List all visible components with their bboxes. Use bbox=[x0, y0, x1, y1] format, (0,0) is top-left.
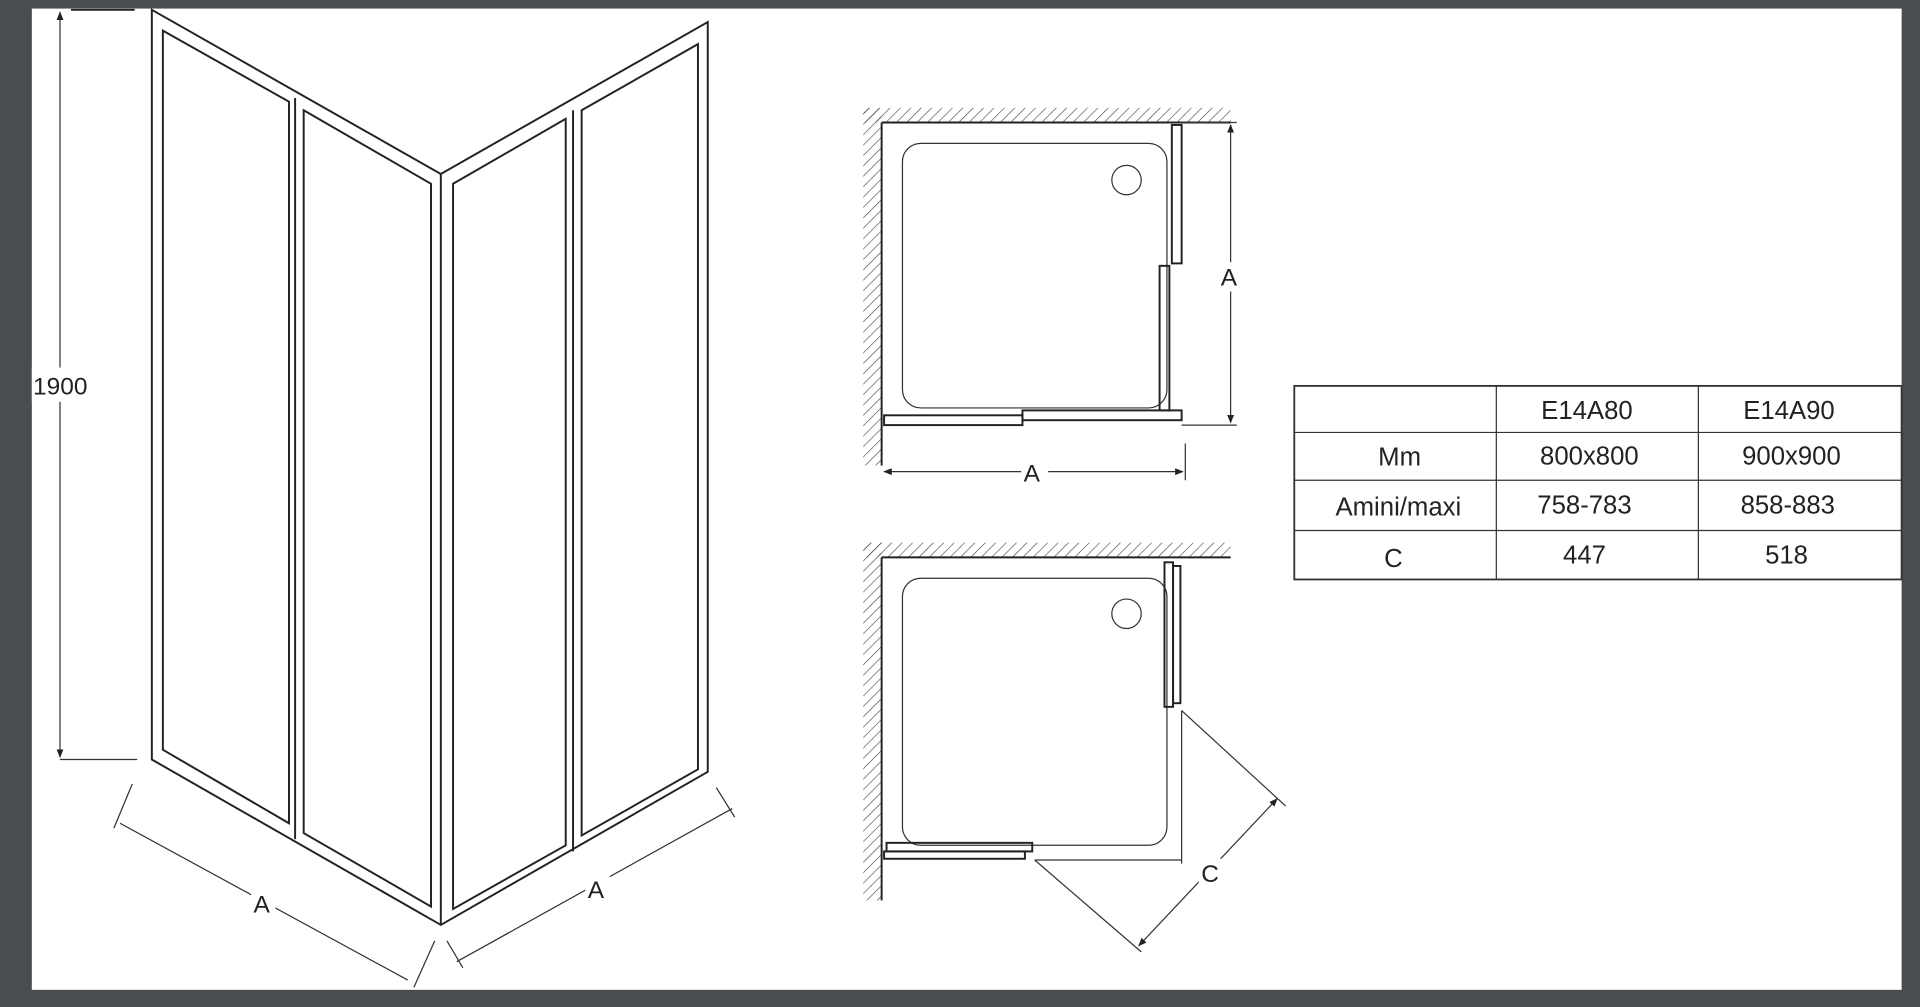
shower-tray bbox=[901, 142, 1168, 409]
shower-tray bbox=[901, 577, 1168, 846]
isometric-view: 1900 A A bbox=[31, 8, 736, 988]
drain-icon bbox=[1111, 598, 1142, 630]
plan-bottom-diagonal-label: C bbox=[1201, 861, 1219, 888]
table-row-label: Amini/maxi bbox=[1335, 494, 1461, 522]
plan-view-bottom: C bbox=[863, 542, 1287, 953]
table-row-label: C bbox=[1384, 545, 1403, 573]
glass-panel-1 bbox=[161, 28, 290, 825]
table-row-label: Mm bbox=[1378, 444, 1421, 472]
plan-view-top: A A bbox=[863, 107, 1246, 488]
table-cell: 758-783 bbox=[1537, 491, 1631, 519]
table-cell: 900x900 bbox=[1742, 442, 1841, 470]
drain-icon bbox=[1111, 164, 1142, 196]
glass-panel-4 bbox=[580, 42, 699, 838]
iso-right-width-label: A bbox=[588, 877, 605, 904]
glass-panel-2 bbox=[302, 108, 432, 909]
table-cell: 858-883 bbox=[1741, 491, 1835, 519]
iso-left-width-label: A bbox=[253, 892, 270, 919]
plan-top-side-label: A bbox=[1221, 264, 1238, 291]
table-header: E14A90 bbox=[1743, 397, 1835, 425]
table-cell: 518 bbox=[1765, 542, 1808, 570]
height-dimension-label: 1900 bbox=[33, 373, 87, 400]
table-cell: 447 bbox=[1563, 542, 1606, 570]
table-header: E14A80 bbox=[1541, 397, 1633, 425]
plan-top-bottom-label: A bbox=[1024, 460, 1041, 487]
glass-panel-3 bbox=[452, 117, 567, 911]
dimensions-table: E14A80 E14A90 Mm 800x800 900x900 Amini/m… bbox=[1293, 384, 1903, 581]
table-cell: 800x800 bbox=[1540, 442, 1639, 470]
